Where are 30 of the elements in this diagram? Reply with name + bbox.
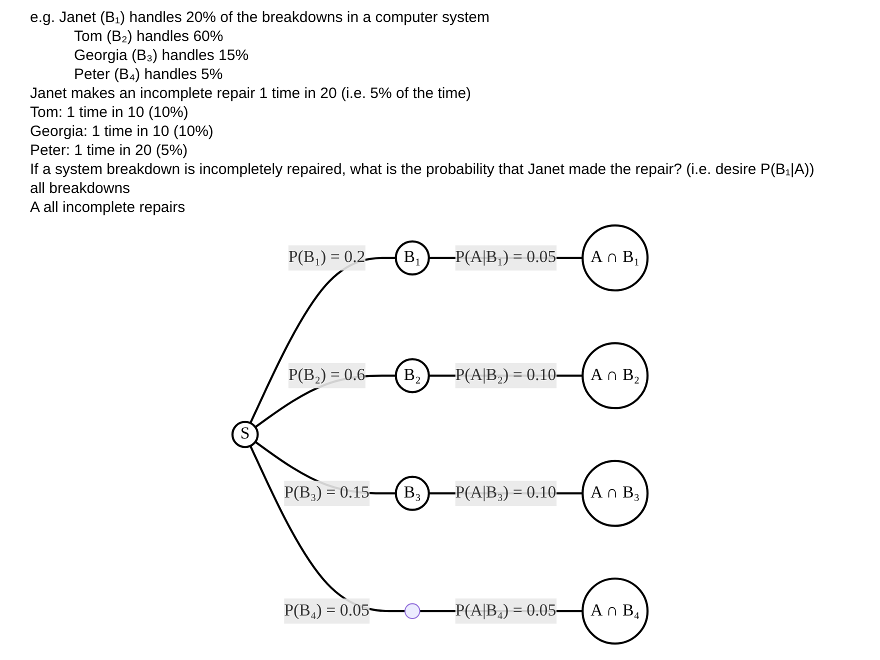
node-circle: B₂ (394, 358, 430, 394)
edge-label: P(B₁) = 0.2 (288, 248, 366, 266)
note-text: If a system breakdown is incompletely repaired, what is the probability that Janet made the repair? (i.e. desire P(B₁|A)) (30, 160, 816, 179)
note-text: Tom: 1 time in 10 (10%) (30, 103, 190, 122)
edge-label: P(B₃) = 0.15 (284, 484, 370, 502)
edge-label: P(A|B₄) = 0.05 (455, 602, 556, 620)
node-circle: A ∩ B₁ (582, 224, 649, 292)
edge-label: P(B₂) = 0.6 (288, 366, 366, 384)
note-text: Peter: 1 time in 20 (5%) (30, 141, 189, 160)
connector (249, 256, 396, 424)
note-text: Janet makes an incomplete repair 1 time in 20 (i.e. 5% of the time) (30, 84, 472, 103)
note-text: Tom (B₂) handles 60% (73, 27, 224, 46)
edge-label: P(A|B₂) = 0.10 (455, 366, 556, 384)
note-text: all breakdowns (30, 179, 132, 198)
note-text: Georgia (B₃) handles 15% (73, 46, 250, 65)
note-text: A all incomplete repairs (30, 198, 186, 217)
edge-label: P(B₄) = 0.05 (284, 602, 370, 620)
node-circle: A ∩ B₂ (582, 342, 649, 410)
node-circle: B₃ (394, 476, 430, 511)
node-circle: A ∩ B₄ (582, 578, 649, 645)
node-circle (404, 603, 420, 619)
note-text: Peter (B₄) handles 5% (73, 65, 224, 84)
node-circle: A ∩ B₃ (582, 460, 649, 527)
node-circle: S (231, 420, 259, 448)
note-text: e.g. Janet (B₁) handles 20% of the breakdowns in a computer system (30, 8, 490, 27)
note-text: Georgia: 1 time in 10 (10%) (30, 122, 214, 141)
edge-label: P(A|B₃) = 0.10 (455, 484, 556, 502)
node-circle: B₁ (394, 240, 430, 276)
connector (249, 446, 405, 612)
edge-label: P(A|B₁) = 0.05 (455, 248, 556, 266)
